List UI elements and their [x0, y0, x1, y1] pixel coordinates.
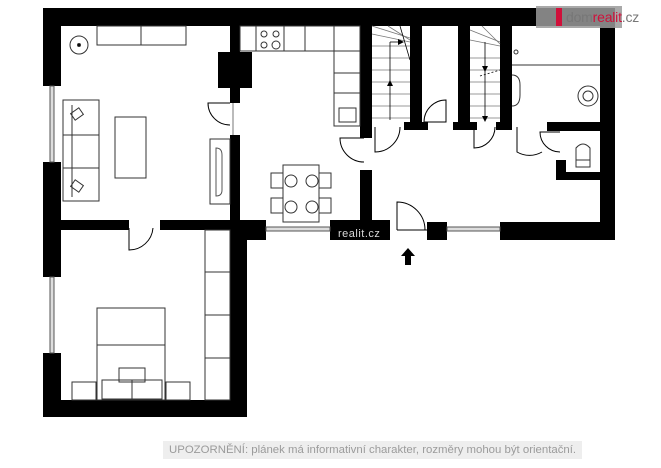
arrow-up-icon — [387, 80, 393, 86]
stairs-down — [469, 25, 501, 122]
window-bedroom-left — [49, 276, 55, 354]
nightstand-left — [71, 381, 97, 401]
dining-table — [282, 164, 320, 223]
doors — [128, 99, 561, 251]
window-kitchen-bottom — [265, 226, 331, 232]
logo-mark-icon — [556, 8, 562, 26]
sink-icon — [338, 107, 357, 123]
logo-text: domrealit.cz — [566, 9, 639, 25]
sofa-icon — [62, 99, 100, 202]
living-room-furniture — [62, 25, 231, 205]
logo-prefix: dom — [566, 9, 593, 25]
logo-suffix: .cz — [621, 9, 640, 25]
hob-icon — [260, 30, 268, 38]
logo-accent: realit — [592, 9, 622, 25]
washing-machine-icon — [577, 85, 599, 107]
tv-console — [209, 138, 231, 205]
floor-lamp-icon — [69, 35, 89, 55]
toilet-icon — [575, 143, 591, 161]
nightstand-right — [165, 381, 191, 401]
watermark: realit.cz — [338, 228, 381, 240]
washbasin-icon — [511, 74, 521, 107]
bathroom-furniture — [511, 49, 600, 168]
windows — [49, 85, 501, 354]
stairs — [371, 25, 501, 122]
arrow-down-icon — [482, 116, 488, 122]
double-bed-icon — [96, 307, 166, 401]
brand-logo[interactable]: domrealit.cz — [536, 6, 640, 28]
window-living-left — [49, 85, 55, 163]
entrance-arrow-icon — [401, 248, 415, 265]
coffee-table — [114, 116, 147, 179]
window-hall-bottom — [446, 226, 501, 232]
kitchen-furniture — [239, 25, 361, 223]
disclaimer-notice: UPOZORNĚNÍ: plánek má informativní chara… — [163, 441, 583, 459]
bedroom-furniture — [71, 229, 231, 401]
walls — [43, 8, 615, 417]
stairs-up — [371, 25, 411, 120]
